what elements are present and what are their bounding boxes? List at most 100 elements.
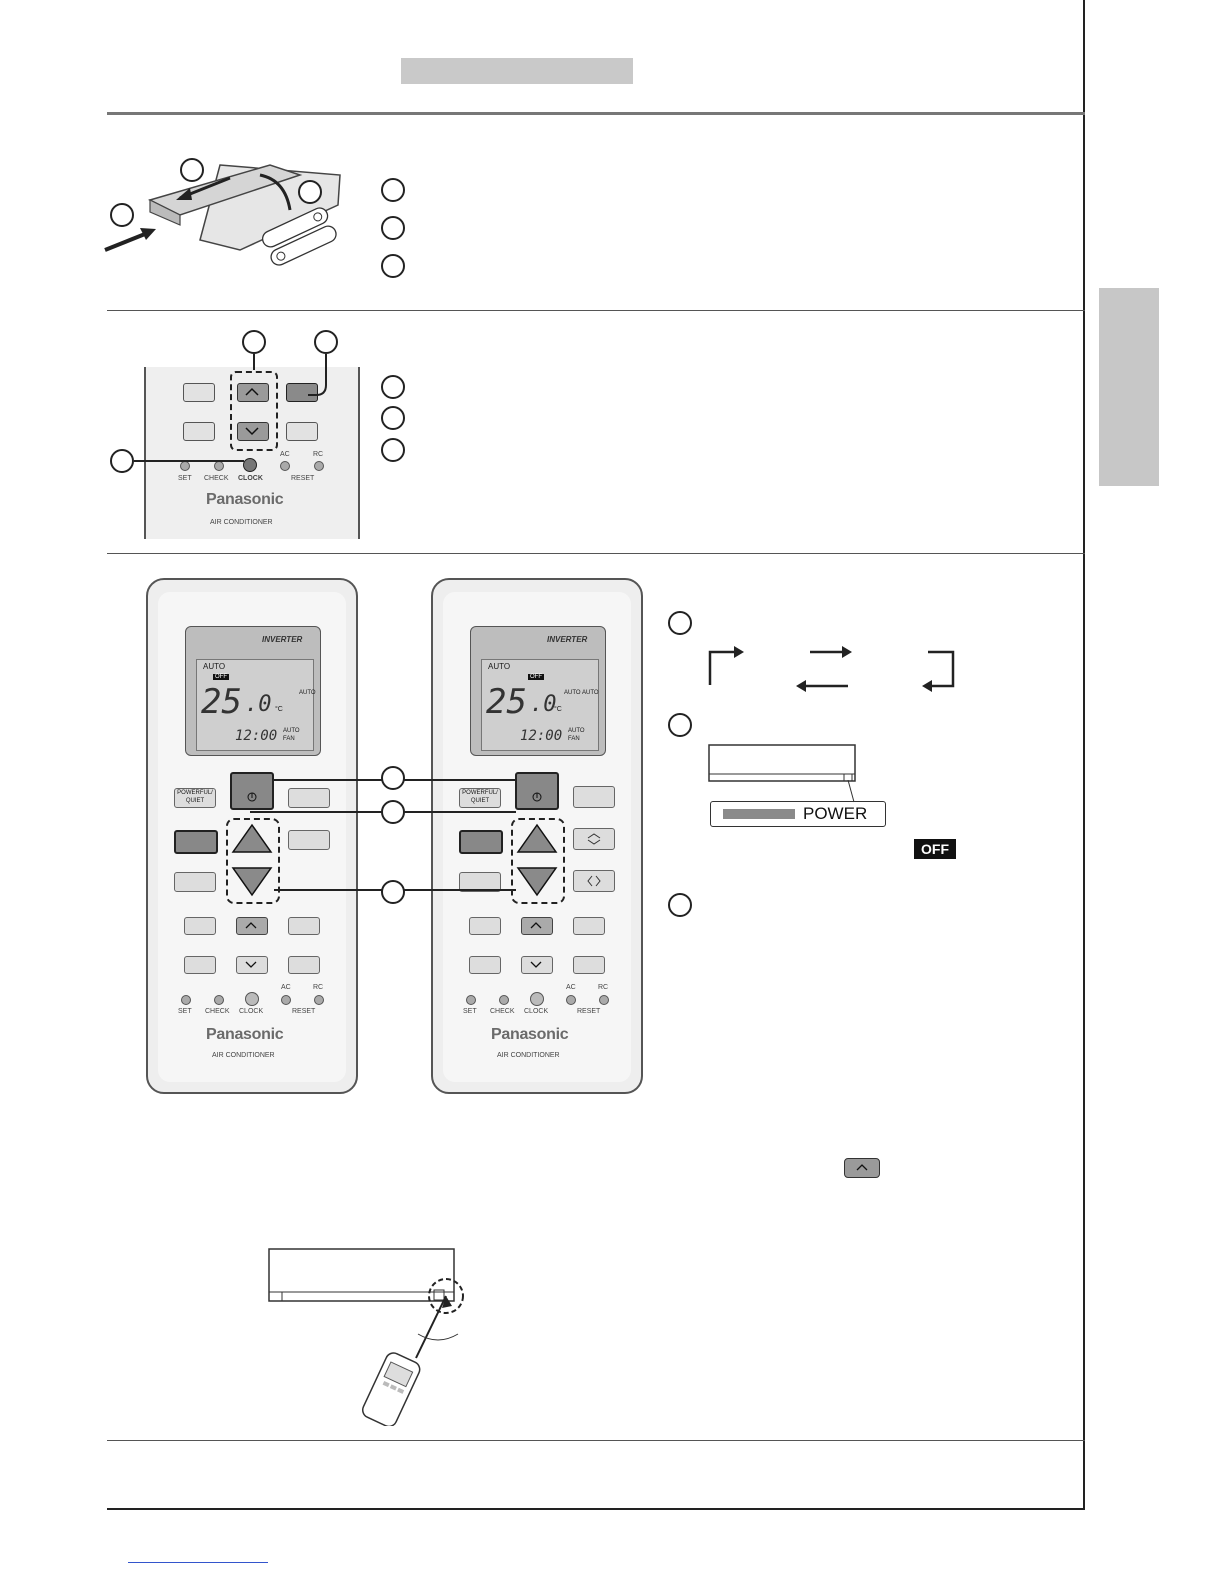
remote-lower-panel: SET CHECK CLOCK AC RC RESET Panasonic AI… (144, 367, 360, 539)
clock-button[interactable] (243, 458, 257, 472)
chevron-up-icon (245, 387, 259, 396)
temp-up-icon (231, 823, 273, 853)
unit-label: °C (275, 706, 283, 713)
set-label: SET (178, 1008, 192, 1015)
clock-label: CLOCK (524, 1008, 549, 1015)
footer-link[interactable] (128, 1562, 268, 1563)
remote-button[interactable] (469, 917, 501, 935)
temp-up-icon (516, 823, 558, 853)
temperature-int: 25 (486, 682, 527, 722)
temp-down-icon (231, 867, 273, 897)
time-down-button[interactable] (237, 422, 269, 441)
clock-button[interactable] (245, 992, 259, 1006)
power-button[interactable] (515, 772, 559, 810)
step-circle-2 (381, 406, 405, 430)
unit-label: °C (554, 706, 562, 713)
remote-button[interactable] (288, 788, 330, 808)
remote-button[interactable] (184, 956, 216, 974)
reset-label: RESET (292, 1008, 316, 1015)
mode-button[interactable] (459, 830, 503, 854)
time-up-button[interactable] (236, 917, 268, 935)
remote-button[interactable] (288, 956, 320, 974)
check-button[interactable] (214, 995, 224, 1005)
clock-button[interactable] (530, 992, 544, 1006)
vertical-swing-button[interactable] (573, 828, 615, 850)
top-rule (107, 112, 1085, 115)
fan-auto: AUTO (568, 728, 585, 734)
step-circle-3 (381, 438, 405, 462)
up-down-highlight (230, 371, 278, 451)
remote-button[interactable] (573, 956, 605, 974)
swing-auto: AUTO (299, 690, 316, 696)
remote-button[interactable] (288, 917, 320, 935)
check-label: CHECK (490, 1008, 515, 1015)
remote-button[interactable] (174, 872, 216, 892)
time-up-button[interactable] (237, 383, 269, 402)
brand-logo: Panasonic (491, 1026, 569, 1043)
off-badge: OFF (914, 839, 956, 859)
callout-circle-2 (180, 158, 204, 182)
temp-arrows (516, 823, 558, 897)
powerful-quiet-button[interactable]: POWERFUL/ QUIET (459, 788, 501, 808)
rc-label: RC (598, 984, 609, 991)
check-label: CHECK (205, 1008, 230, 1015)
ac-reset-button[interactable] (566, 995, 576, 1005)
remote-button[interactable] (184, 917, 216, 935)
off-tag: OFF (213, 674, 229, 680)
powerful-quiet-button[interactable]: POWERFUL/ QUIET (174, 788, 216, 808)
set-button[interactable] (181, 995, 191, 1005)
ac-reset-button[interactable] (281, 995, 291, 1005)
power-label: POWER (803, 804, 868, 823)
callout-circle-1 (110, 203, 134, 227)
check-label: CHECK (204, 475, 229, 482)
divider-1 (107, 310, 1085, 311)
callout-leaders (134, 354, 327, 462)
remote-button[interactable] (288, 830, 330, 850)
horizontal-swing-button[interactable] (573, 870, 615, 892)
temp-arrows (231, 823, 273, 897)
rc-reset-button[interactable] (599, 995, 609, 1005)
remote-button[interactable] (183, 383, 215, 402)
check-button[interactable] (499, 995, 509, 1005)
chevron-down-icon (245, 961, 257, 968)
remote-button[interactable] (286, 422, 318, 441)
reset-label: RESET (577, 1008, 601, 1015)
power-button[interactable] (230, 772, 274, 810)
chevron-up-button-icon (844, 1158, 880, 1178)
brand-logo: Panasonic (206, 1026, 284, 1043)
time-down-button[interactable] (521, 956, 553, 974)
set-label: SET (463, 1008, 477, 1015)
section-title-bar (401, 58, 633, 84)
rc-reset-button[interactable] (314, 461, 324, 471)
rc-reset-button[interactable] (314, 995, 324, 1005)
mode-button[interactable] (174, 830, 218, 854)
ac-reset-button[interactable] (280, 461, 290, 471)
remote-subtitle: AIR CONDITIONER (497, 1052, 560, 1059)
remote-subtitle: AIR CONDITIONER (210, 519, 273, 526)
remote-button[interactable] (469, 956, 501, 974)
callout-circle-1 (110, 449, 134, 473)
battery-insertion-illustration (104, 164, 341, 266)
clock-set-button[interactable] (286, 383, 318, 402)
step-circle-1 (381, 375, 405, 399)
clock-label: CLOCK (238, 475, 263, 482)
mode-text: AUTO (203, 662, 226, 671)
remote-button[interactable] (573, 786, 615, 808)
time-down-button[interactable] (236, 956, 268, 974)
leader-line (847, 780, 855, 803)
temp-buttons-highlight (511, 818, 565, 904)
remote-button[interactable] (183, 422, 215, 441)
ac-label: AC (281, 984, 291, 991)
set-button[interactable] (466, 995, 476, 1005)
callout-circle-3 (314, 330, 338, 354)
swing-auto: AUTO (564, 690, 581, 696)
swing-auto: AUTO (582, 690, 599, 696)
remote-button[interactable] (459, 872, 501, 892)
time-up-button[interactable] (521, 917, 553, 935)
mode-text: AUTO (488, 662, 511, 671)
temp-buttons-highlight (226, 818, 280, 904)
clock-display: 12:00 (235, 728, 278, 744)
inverter-label: INVERTER (262, 635, 303, 644)
remote-button[interactable] (573, 917, 605, 935)
remote-pointing-illustration (268, 1248, 464, 1426)
